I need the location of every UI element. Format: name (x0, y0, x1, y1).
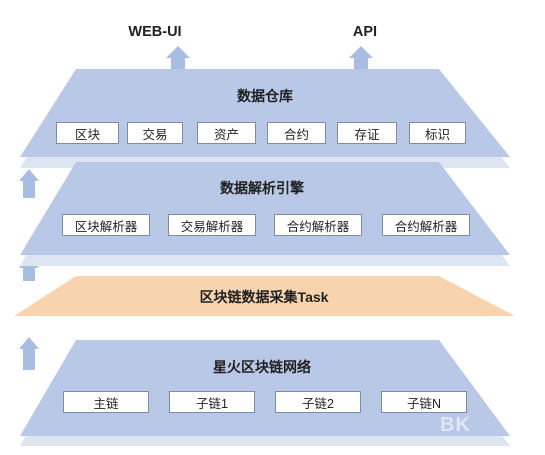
network-title: 星火区块链网络 (213, 359, 311, 375)
parser-item-block: 区块解析器 (62, 214, 150, 236)
web-ui-output-label: WEB-UI (128, 24, 182, 40)
collector-title: 区块链数据采集Task (199, 289, 329, 305)
warehouse-item-identifier: 标识 (409, 122, 466, 144)
warehouse-item-block: 区块 (56, 122, 119, 144)
warehouse-title: 数据仓库 (237, 88, 293, 104)
parser-item-contract-2: 合约解析器 (382, 214, 470, 236)
parser-title: 数据解析引擎 (220, 180, 304, 196)
collector-layer (14, 276, 515, 316)
web-ui-output-arrow (166, 46, 190, 69)
network-item-subchain-2: 子链2 (275, 391, 361, 413)
api-output-arrow (349, 46, 373, 69)
api-output-label: API (352, 24, 378, 40)
watermark-logo: BK (440, 414, 471, 436)
arrow-parser-to-warehouse (19, 169, 39, 198)
arrow-network-to-collector (19, 337, 39, 370)
warehouse-item-asset: 资产 (197, 122, 256, 144)
warehouse-item-contract: 合约 (267, 122, 326, 144)
warehouse-item-transaction: 交易 (127, 122, 183, 144)
warehouse-item-evidence: 存证 (337, 122, 397, 144)
network-item-subchain-1: 子链1 (169, 391, 255, 413)
parser-item-contract: 合约解析器 (274, 214, 362, 236)
parser-item-transaction: 交易解析器 (168, 214, 256, 236)
network-item-subchain-n: 子链N (381, 391, 467, 413)
parser-layer (20, 162, 510, 255)
network-layer (20, 340, 510, 436)
network-item-main-chain: 主链 (63, 391, 149, 413)
